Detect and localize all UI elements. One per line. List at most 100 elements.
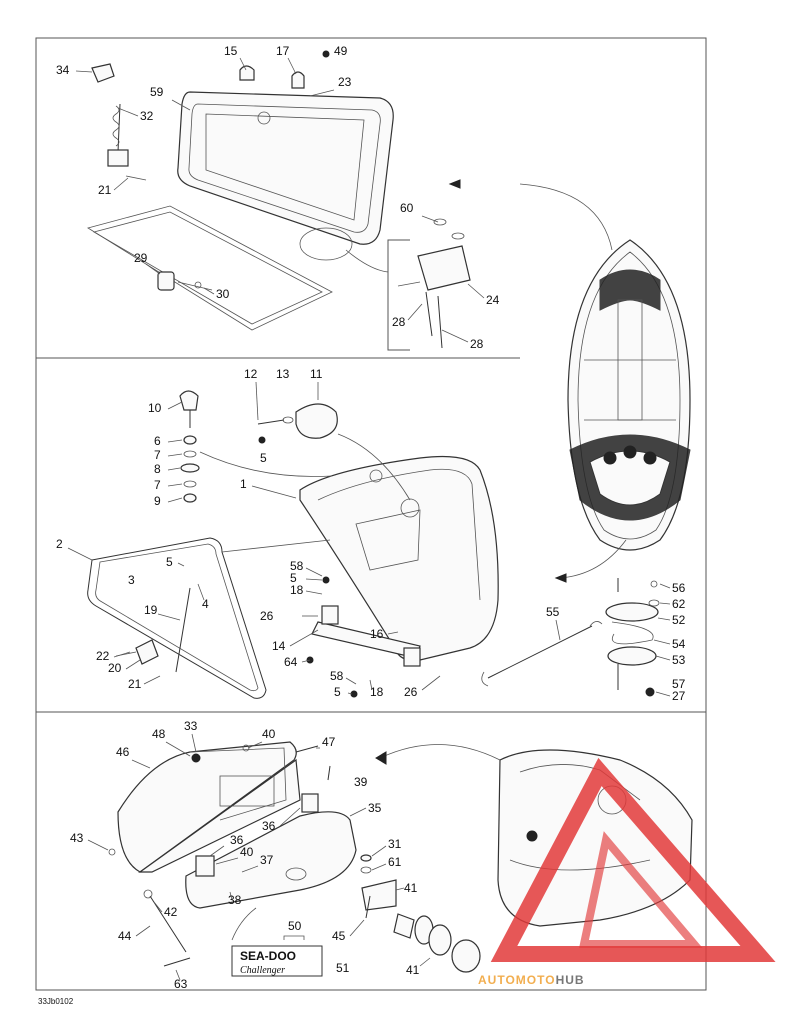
leader-line xyxy=(369,679,373,691)
part-label: 29 xyxy=(134,251,148,265)
watermark-triangle-outer xyxy=(490,757,776,962)
leader-line xyxy=(209,845,225,857)
part-label: 33 xyxy=(184,719,198,733)
section-frame xyxy=(35,37,707,991)
leader-line xyxy=(153,901,163,913)
part-label: 63 xyxy=(174,977,188,991)
leader-line xyxy=(345,677,357,685)
part-label: 61 xyxy=(388,855,402,869)
leader-line xyxy=(197,583,205,601)
leader-line xyxy=(287,57,297,75)
part-label: 54 xyxy=(672,637,686,651)
leader-line xyxy=(305,578,323,581)
leader-line xyxy=(241,865,259,873)
part-label: 44 xyxy=(118,929,132,943)
storage-lid-group xyxy=(87,50,471,351)
leader-line xyxy=(229,891,233,901)
leader-line xyxy=(167,497,183,503)
leader-line xyxy=(655,655,671,661)
part-label: 28 xyxy=(470,337,484,351)
part-label: 34 xyxy=(56,63,70,77)
leader-line xyxy=(659,602,671,605)
part-label: 9 xyxy=(154,494,161,508)
part-label: 15 xyxy=(224,44,238,58)
leader-line xyxy=(441,329,469,343)
part-label: 7 xyxy=(154,478,161,492)
part-label: 45 xyxy=(332,929,346,943)
watermark-automoto: AUTOMOTO xyxy=(478,973,556,987)
leader-line xyxy=(347,692,353,695)
leader-line xyxy=(75,70,93,73)
leader-line xyxy=(131,759,151,769)
part-label: 28 xyxy=(392,315,406,329)
part-label: 62 xyxy=(672,597,686,611)
leader-line xyxy=(655,691,671,697)
part-label: 6 xyxy=(154,434,161,448)
part-label: 18 xyxy=(370,685,384,699)
part-label: 57 xyxy=(672,677,686,691)
leader-line xyxy=(349,919,365,937)
leader-line xyxy=(165,741,191,757)
rear-storage-group: SEA-DOO Challenger xyxy=(108,741,693,977)
leader-line xyxy=(171,99,191,111)
watermark-triangle-inner xyxy=(579,831,703,948)
leader-line xyxy=(421,215,439,223)
part-label: 19 xyxy=(144,603,158,617)
leader-line xyxy=(203,287,215,295)
part-label: 27 xyxy=(672,689,686,703)
leader-line xyxy=(145,263,161,275)
leader-line xyxy=(419,957,431,967)
part-label: 35 xyxy=(368,801,382,815)
part-label: 23 xyxy=(338,75,352,89)
part-label: 32 xyxy=(140,109,154,123)
part-label: 2 xyxy=(56,537,63,551)
part-label: 58 xyxy=(330,669,344,683)
leader-line xyxy=(125,659,141,670)
leader-line xyxy=(215,857,239,865)
leader-line xyxy=(87,839,109,851)
leader-line xyxy=(657,617,671,621)
part-label: 22 xyxy=(96,649,110,663)
part-label: 31 xyxy=(388,837,402,851)
part-label: 53 xyxy=(672,653,686,667)
leader-line xyxy=(407,303,423,321)
leader-line xyxy=(301,659,311,663)
leader-line xyxy=(251,485,297,499)
decal-line2: Challenger xyxy=(240,965,285,976)
part-label: 52 xyxy=(672,613,686,627)
part-label: 40 xyxy=(262,727,276,741)
part-label: 30 xyxy=(216,287,230,301)
leader-line xyxy=(395,887,405,891)
decal-line1: SEA-DOO xyxy=(240,949,296,963)
part-label: 10 xyxy=(148,401,162,415)
leader-line xyxy=(113,651,131,658)
leader-line xyxy=(113,177,129,191)
part-label: 5 xyxy=(290,571,297,585)
leader-line xyxy=(157,613,181,621)
part-label: 41 xyxy=(404,881,418,895)
leader-line xyxy=(421,675,441,691)
leader-line xyxy=(349,807,367,817)
leader-line xyxy=(555,619,561,641)
figure-ref: 33Jb0102 xyxy=(38,997,74,1006)
watercraft-top-view xyxy=(448,179,691,583)
leader-line xyxy=(371,863,387,871)
leader-line xyxy=(289,629,319,647)
part-label: 48 xyxy=(152,727,166,741)
part-label: 36 xyxy=(262,819,276,833)
leader-line xyxy=(239,57,247,71)
part-label: 3 xyxy=(128,573,135,587)
part-label: 42 xyxy=(164,905,178,919)
part-label: 43 xyxy=(70,831,84,845)
leader-line xyxy=(167,439,183,443)
leader-line xyxy=(255,381,259,421)
leader-line xyxy=(191,733,197,753)
part-label: 47 xyxy=(322,735,336,749)
part-label: 41 xyxy=(406,963,420,977)
part-label: 7 xyxy=(154,448,161,462)
leader-line xyxy=(305,590,323,595)
part-label: 64 xyxy=(284,655,298,669)
part-label: 26 xyxy=(260,609,274,623)
leader-line xyxy=(279,807,301,827)
